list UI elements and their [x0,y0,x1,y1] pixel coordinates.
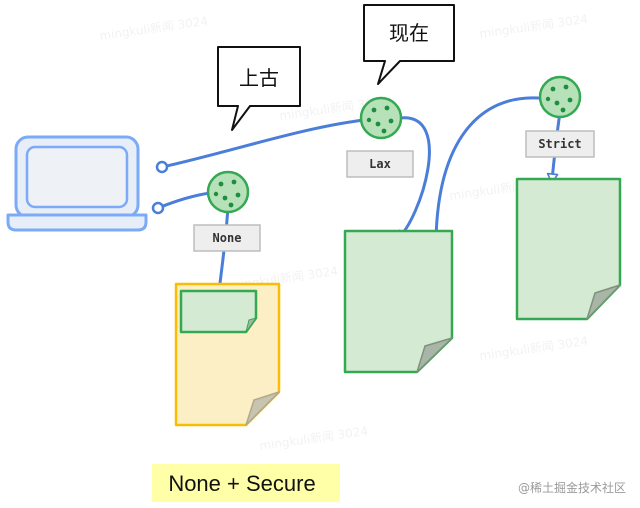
watermark: mingkuli新闻 3024 [258,423,368,453]
caption-label: None + Secure [168,471,315,496]
endpoint-dot [151,201,165,215]
speech-bubble-now: 现在 [363,4,455,85]
watermark: mingkuli新闻 3024 [98,13,208,43]
watermark: mingkuli新闻 3024 [478,11,588,41]
cookie-icon [359,96,403,140]
caption-box: None + Secure [152,464,340,502]
cookie-icon [538,75,582,119]
bubble-label-past: 上古 [239,66,279,90]
laptop-icon [6,135,148,232]
tag-none: None [193,224,261,252]
document-icon [515,177,622,321]
tag-label-lax: Lax [369,157,391,171]
path-lax-to-site [394,116,431,241]
cookie-icon [206,170,250,214]
document-icon [174,282,281,427]
credit-label: @稀土掘金技术社区 [518,480,626,495]
path-to-none-cookie [156,191,212,210]
bubble-label-now: 现在 [389,21,429,45]
watermark: mingkuli新闻 3024 [478,333,588,363]
watermark-layer: mingkuli新闻 3024 mingkuli新闻 3024 mingkuli… [98,11,588,453]
endpoint-dot [155,160,169,174]
tag-strict: Strict [525,130,595,158]
document-icon [343,229,454,374]
speech-bubble-past: 上古 [217,46,301,131]
path-to-lax-cookie [160,118,366,169]
tag-label-strict: Strict [538,137,581,151]
tag-lax: Lax [346,150,414,178]
path-site-to-strict [434,96,540,242]
tag-label-none: None [213,231,242,245]
